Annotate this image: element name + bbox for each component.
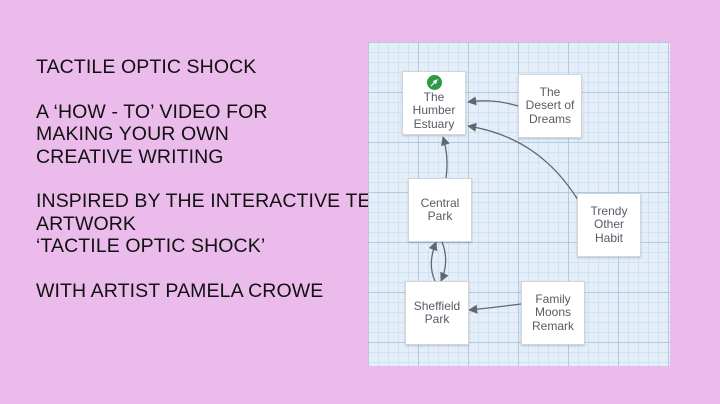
intro-line: INSPIRED BY THE INTERACTIVE TEXT — [36, 190, 396, 212]
intro-line: CREATIVE WRITING — [36, 145, 224, 168]
node-label: The Humber Estuary — [412, 89, 456, 131]
story-node-the-humber-estuary[interactable]: The Humber Estuary — [402, 71, 466, 135]
intro-line: A ‘HOW - TO’ VIDEO FOR — [36, 100, 268, 123]
node-label: Trendy Other Habit — [590, 203, 628, 245]
story-node-the-desert-of-dreams[interactable]: The Desert of Dreams — [518, 74, 582, 138]
story-map-canvas[interactable]: The Humber Estuary The Desert of Dreams … — [368, 42, 670, 366]
arrow-sheffield-to-central — [428, 241, 438, 282]
arrow-central-to-sheffield — [440, 241, 449, 282]
arrow-central-to-humber — [441, 136, 450, 179]
node-label: Central Park — [420, 195, 460, 223]
story-node-trendy-other-habit[interactable]: Trendy Other Habit — [577, 193, 641, 257]
intro-line: WITH ARTIST PAMELA CROWE — [36, 279, 324, 302]
intro-line: TACTILE OPTIC SHOCK — [36, 56, 257, 78]
intro-spacer — [36, 79, 396, 101]
story-node-sheffield-park[interactable]: Sheffield Park — [405, 281, 469, 345]
node-label: The Desert of Dreams — [525, 84, 575, 126]
rocket-start-icon — [426, 74, 442, 90]
story-map-edges — [428, 96, 579, 314]
arrow-desert-to-humber — [467, 96, 519, 107]
story-node-family-moons-remark[interactable]: Family Moons Remark — [521, 281, 585, 345]
intro-line: MAKING YOUR OWN — [36, 123, 229, 145]
intro-line: ARTWORK — [36, 212, 137, 235]
intro-spacer — [36, 168, 396, 190]
intro-text-block: TACTILE OPTIC SHOCK A ‘HOW - TO’ VIDEO F… — [36, 56, 396, 302]
arrow-trendy-to-humber — [467, 122, 579, 201]
intro-line: ‘TACTILE OPTIC SHOCK’ — [36, 235, 266, 257]
arrow-family-to-sheffield — [468, 303, 522, 314]
node-label: Family Moons Remark — [531, 291, 574, 333]
intro-spacer — [36, 258, 396, 280]
story-node-central-park[interactable]: Central Park — [408, 178, 472, 242]
node-label: Sheffield Park — [413, 298, 461, 326]
